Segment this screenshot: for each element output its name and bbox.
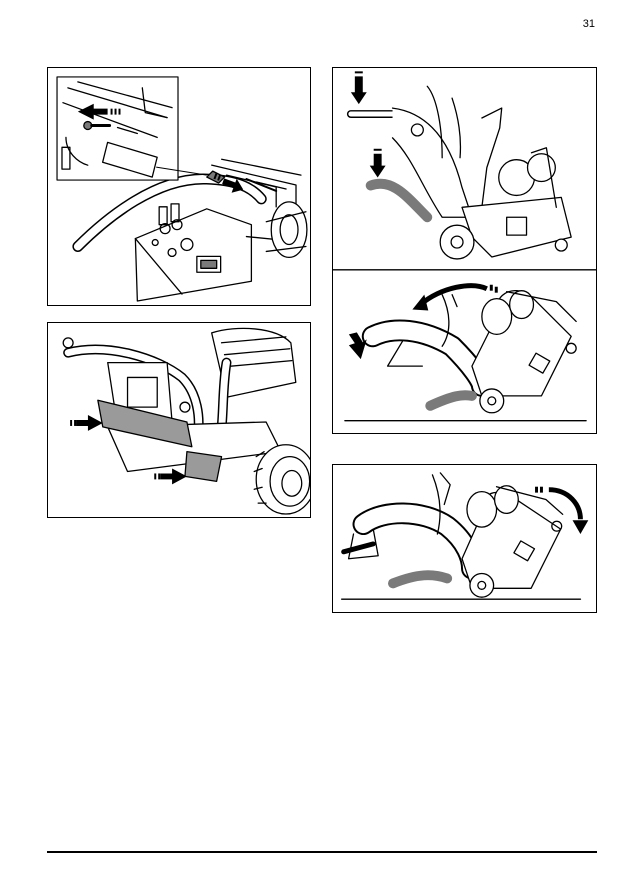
- figure-3-drawing: [333, 68, 596, 433]
- illustration-tip-machine-back: [332, 67, 597, 434]
- page-number: 31: [583, 18, 595, 30]
- illustration-rotate-onto-back: [332, 464, 597, 613]
- figure-2-drawing: [48, 323, 310, 517]
- figure-4-drawing: [333, 465, 596, 612]
- illustration-side-plate-removal: [47, 322, 311, 518]
- footer-rule: [47, 851, 597, 853]
- figure-1-drawing: [48, 68, 310, 305]
- illustration-handle-bolt-removal: [47, 67, 311, 306]
